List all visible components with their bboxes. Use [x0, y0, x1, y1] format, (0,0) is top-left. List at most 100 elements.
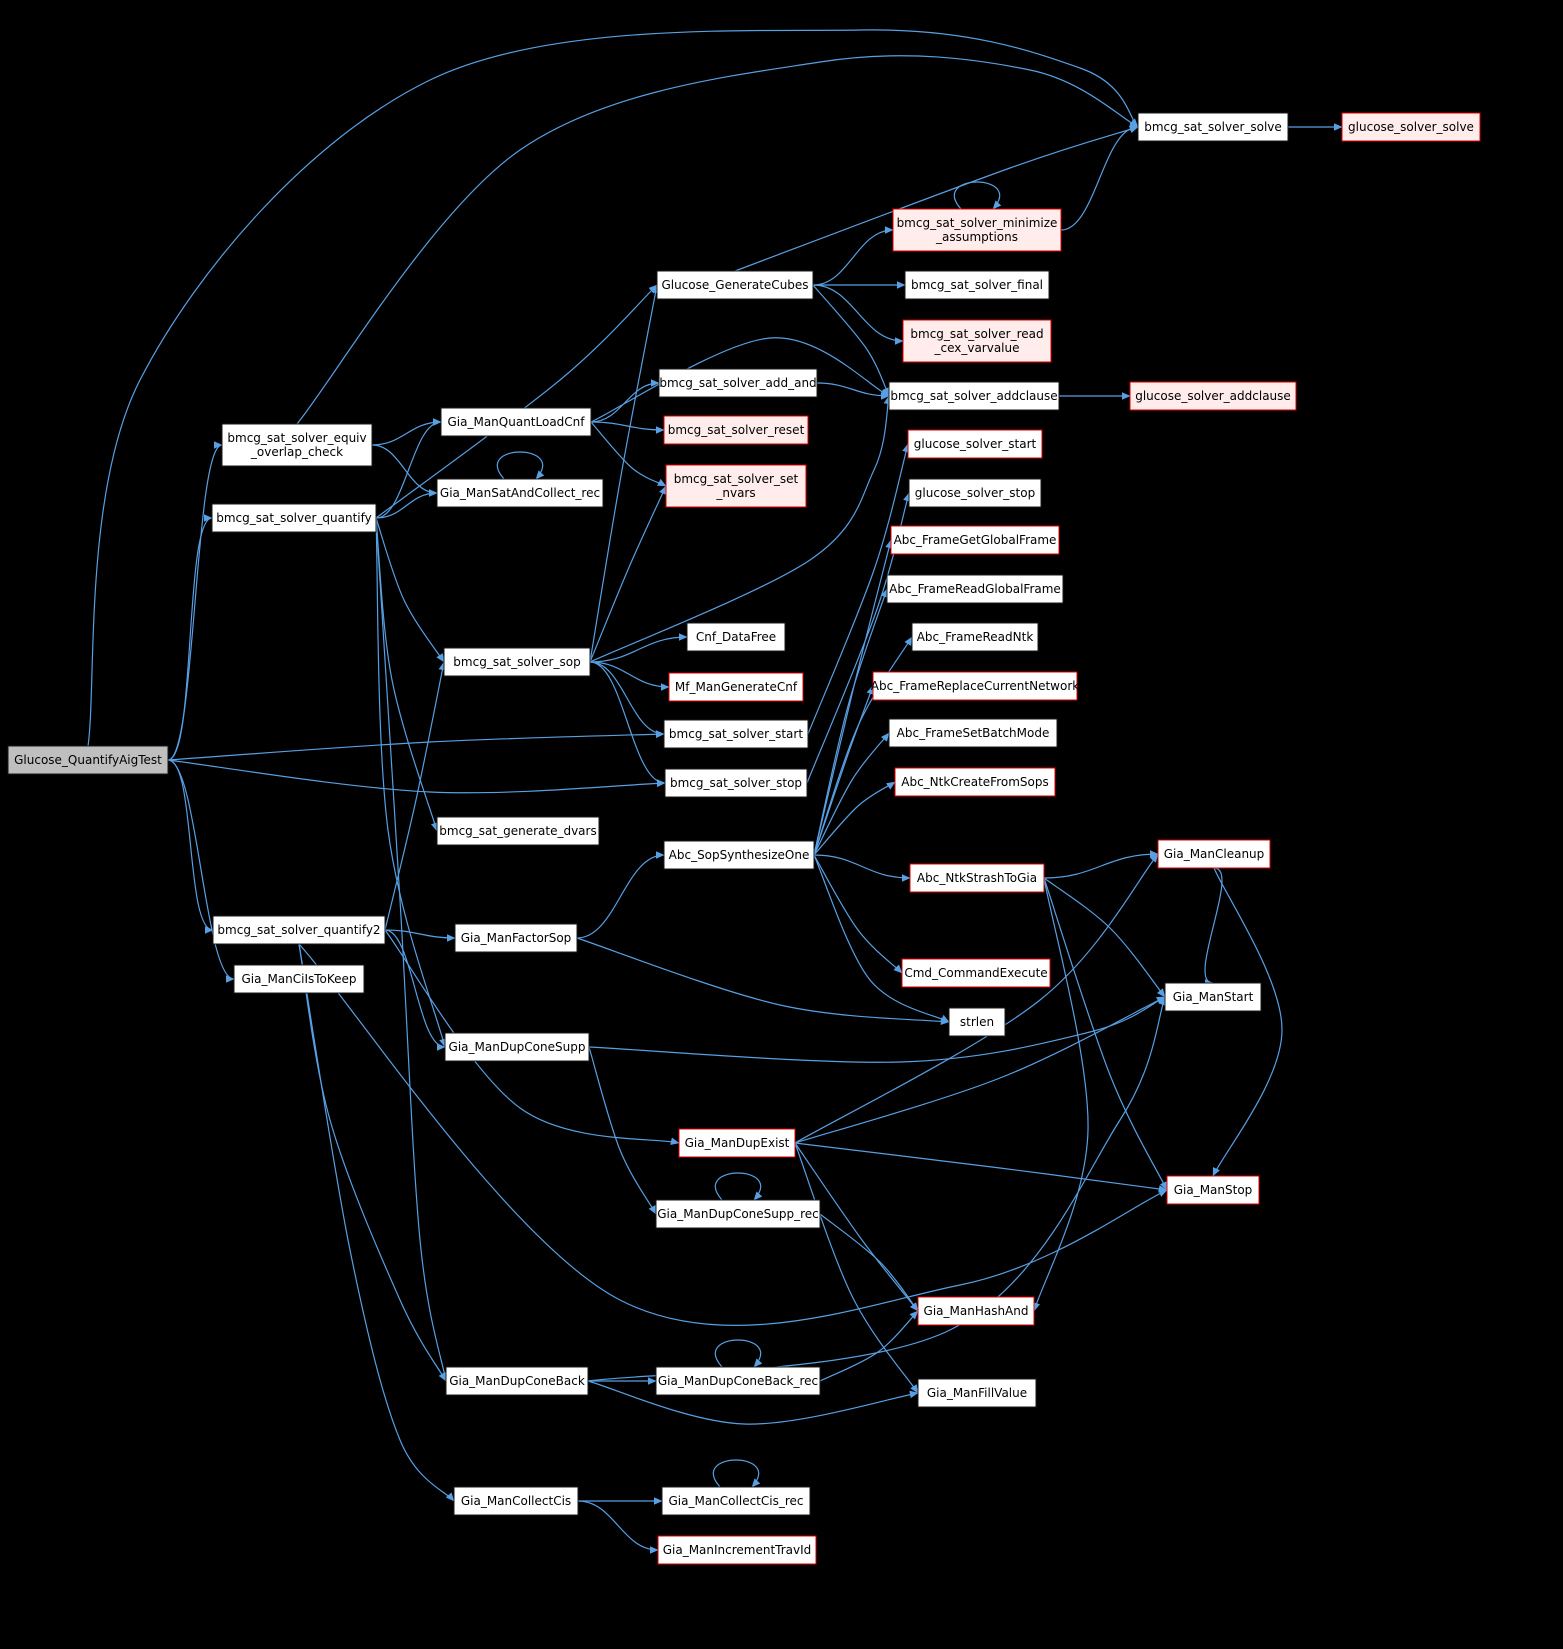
node-box-dupConeBack[interactable] [445, 1366, 589, 1396]
node-equiv_overlap[interactable]: bmcg_sat_solver_equiv_overlap_check [221, 423, 373, 467]
node-box-quantify2[interactable] [212, 915, 386, 945]
node-set_nvars[interactable]: bmcg_sat_solver_set_nvars [665, 464, 807, 508]
node-frameSetBatch[interactable]: Abc_FrameSetBatchMode [888, 718, 1058, 748]
node-box-frameGetGlobal[interactable] [890, 525, 1060, 555]
node-manStop[interactable]: Gia_ManStop [1166, 1175, 1260, 1205]
node-box-glucose_addclause[interactable] [1129, 381, 1297, 411]
node-strlen[interactable]: strlen [948, 1007, 1006, 1037]
node-glucose_solve[interactable]: glucose_solver_solve [1341, 112, 1481, 142]
node-addclause[interactable]: bmcg_sat_solver_addclause [888, 381, 1060, 411]
node-generate_dvars[interactable]: bmcg_sat_generate_dvars [436, 816, 600, 846]
node-box-reset[interactable] [663, 415, 809, 445]
node-fillValue[interactable]: Gia_ManFillValue [917, 1378, 1037, 1408]
node-quantify2[interactable]: bmcg_sat_solver_quantify2 [212, 915, 386, 945]
node-box-ntkCreateFromSops[interactable] [894, 767, 1056, 797]
node-dupConeBack[interactable]: Gia_ManDupConeBack [445, 1366, 589, 1396]
node-box-dupConeSupp_rec[interactable] [655, 1199, 821, 1229]
node-cmdExecute[interactable]: Cmd_CommandExecute [901, 958, 1051, 988]
node-box-generate_dvars[interactable] [436, 816, 600, 846]
node-frameReadNtk[interactable]: Abc_FrameReadNtk [911, 622, 1039, 652]
node-ntkStrashToGia[interactable]: Abc_NtkStrashToGia [909, 863, 1045, 893]
node-box-solver_stop[interactable] [664, 768, 808, 798]
node-glucose_addclause[interactable]: glucose_solver_addclause [1129, 381, 1297, 411]
node-box-sopSynthesizeOne[interactable] [663, 840, 815, 870]
node-box-read_cex[interactable] [902, 319, 1052, 363]
node-reset[interactable]: bmcg_sat_solver_reset [663, 415, 809, 445]
node-solve[interactable]: bmcg_sat_solver_solve [1137, 112, 1289, 142]
node-quantify[interactable]: bmcg_sat_solver_quantify [211, 503, 377, 533]
node-add_and[interactable]: bmcg_sat_solver_add_and [658, 368, 818, 398]
node-box-root[interactable] [7, 745, 169, 775]
node-glucose_stop[interactable]: glucose_solver_stop [908, 478, 1042, 508]
node-factorSop[interactable]: Gia_ManFactorSop [454, 923, 578, 953]
node-box-solve[interactable] [1137, 112, 1289, 142]
node-box-glucose_stop[interactable] [908, 478, 1042, 508]
node-sop[interactable]: bmcg_sat_solver_sop [443, 647, 591, 677]
node-quantLoadCnf[interactable]: Gia_ManQuantLoadCnf [440, 407, 592, 437]
node-solver_stop[interactable]: bmcg_sat_solver_stop [664, 768, 808, 798]
node-box-ntkStrashToGia[interactable] [909, 863, 1045, 893]
node-box-cleanup[interactable] [1157, 839, 1271, 869]
node-box-manStart[interactable] [1164, 982, 1262, 1012]
node-collectCis_rec[interactable]: Gia_ManCollectCis_rec [661, 1486, 811, 1516]
node-box-collectCis_rec[interactable] [661, 1486, 811, 1516]
node-mfGenerateCnf[interactable]: Mf_ManGenerateCnf [668, 672, 804, 702]
node-box-generateCubes[interactable] [656, 270, 814, 300]
node-root[interactable]: Glucose_QuantifyAigTest [7, 745, 169, 775]
node-box-mfGenerateCnf[interactable] [668, 672, 804, 702]
node-box-quantLoadCnf[interactable] [440, 407, 592, 437]
node-box-set_nvars[interactable] [665, 464, 807, 508]
node-ntkCreateFromSops[interactable]: Abc_NtkCreateFromSops [894, 767, 1056, 797]
node-dupConeBack_rec[interactable]: Gia_ManDupConeBack_rec [655, 1366, 821, 1396]
node-box-equiv_overlap[interactable] [221, 423, 373, 467]
node-box-dupExist[interactable] [678, 1128, 796, 1158]
node-frameReplace[interactable]: Abc_FrameReplaceCurrentNetwork [871, 671, 1080, 701]
node-read_cex[interactable]: bmcg_sat_solver_read_cex_varvalue [902, 319, 1052, 363]
node-cleanup[interactable]: Gia_ManCleanup [1157, 839, 1271, 869]
node-box-solver_start[interactable] [663, 719, 809, 749]
node-box-sop[interactable] [443, 647, 591, 677]
node-dupExist[interactable]: Gia_ManDupExist [678, 1128, 796, 1158]
node-box-strlen[interactable] [948, 1007, 1006, 1037]
node-box-ciIsToKeep[interactable] [233, 964, 365, 994]
node-box-fillValue[interactable] [917, 1378, 1037, 1408]
node-frameReadGlobal[interactable]: Abc_FrameReadGlobalFrame [886, 574, 1064, 604]
node-box-minimize[interactable] [892, 208, 1062, 252]
node-incrementTravId[interactable]: Gia_ManIncrementTravId [657, 1535, 817, 1565]
node-hashAnd[interactable]: Gia_ManHashAnd [917, 1296, 1035, 1326]
node-box-cmdExecute[interactable] [901, 958, 1051, 988]
node-collectCis[interactable]: Gia_ManCollectCis [453, 1486, 579, 1516]
node-dupConeSupp_rec[interactable]: Gia_ManDupConeSupp_rec [655, 1199, 821, 1229]
node-box-frameSetBatch[interactable] [888, 718, 1058, 748]
node-box-frameReadNtk[interactable] [911, 622, 1039, 652]
node-minimize[interactable]: bmcg_sat_solver_minimize_assumptions [892, 208, 1062, 252]
node-box-factorSop[interactable] [454, 923, 578, 953]
node-ciIsToKeep[interactable]: Gia_ManCiIsToKeep [233, 964, 365, 994]
node-box-cnfDataFree[interactable] [686, 622, 786, 652]
node-box-frameReadGlobal[interactable] [886, 574, 1064, 604]
node-frameGetGlobal[interactable]: Abc_FrameGetGlobalFrame [890, 525, 1060, 555]
node-satAndCollect[interactable]: Gia_ManSatAndCollect_rec [436, 478, 604, 508]
node-box-collectCis[interactable] [453, 1486, 579, 1516]
node-box-frameReplace[interactable] [872, 671, 1078, 701]
node-cnfDataFree[interactable]: Cnf_DataFree [686, 622, 786, 652]
node-box-add_and[interactable] [658, 368, 818, 398]
node-box-quantify[interactable] [211, 503, 377, 533]
node-box-glucose_solve[interactable] [1341, 112, 1481, 142]
node-box-dupConeSupp[interactable] [444, 1032, 590, 1062]
node-box-final[interactable] [904, 270, 1050, 300]
node-sopSynthesizeOne[interactable]: Abc_SopSynthesizeOne [663, 840, 815, 870]
node-box-satAndCollect[interactable] [436, 478, 604, 508]
node-generateCubes[interactable]: Glucose_GenerateCubes [656, 270, 814, 300]
node-manStart[interactable]: Gia_ManStart [1164, 982, 1262, 1012]
node-box-addclause[interactable] [888, 381, 1060, 411]
node-final[interactable]: bmcg_sat_solver_final [904, 270, 1050, 300]
node-box-hashAnd[interactable] [917, 1296, 1035, 1326]
node-box-incrementTravId[interactable] [657, 1535, 817, 1565]
node-box-glucose_start[interactable] [907, 429, 1043, 459]
node-glucose_start[interactable]: glucose_solver_start [907, 429, 1043, 459]
node-box-dupConeBack_rec[interactable] [655, 1366, 821, 1396]
node-dupConeSupp[interactable]: Gia_ManDupConeSupp [444, 1032, 590, 1062]
node-box-manStop[interactable] [1166, 1175, 1260, 1205]
node-solver_start[interactable]: bmcg_sat_solver_start [663, 719, 809, 749]
